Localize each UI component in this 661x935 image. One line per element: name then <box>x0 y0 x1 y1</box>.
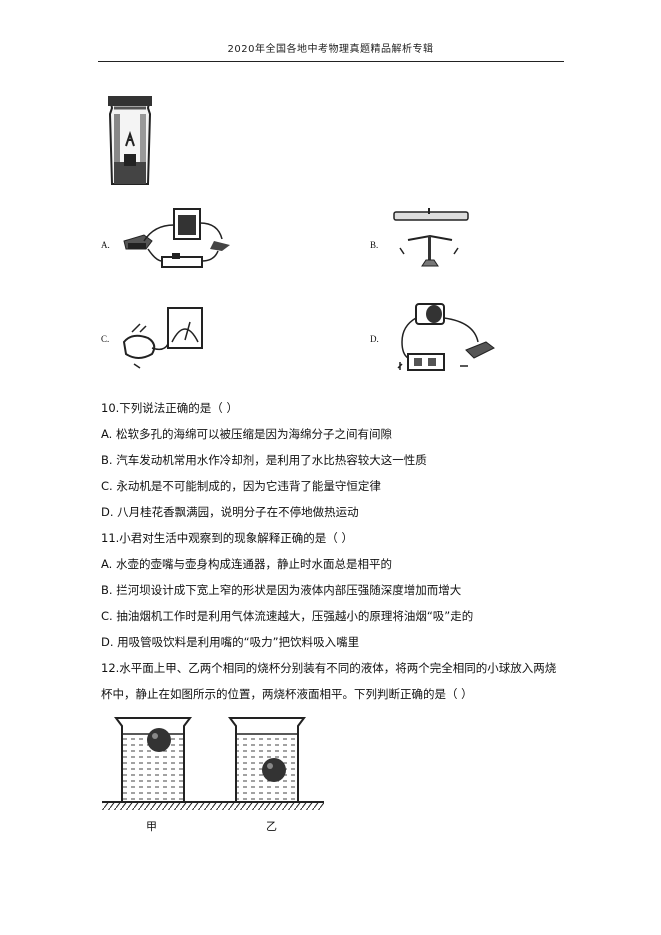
q11-option-a: A. 水壶的壶嘴与壶身构成连通器，静止时水面总是相平的 <box>101 557 392 571</box>
q10-option-c: C. 永动机是不可能制成的，因为它违背了能量守恒定律 <box>101 479 381 493</box>
jar-illustration <box>108 96 152 185</box>
option-d-coil-figure <box>397 303 495 371</box>
q11-option-b: B. 拦河坝设计成下宽上窄的形状是因为液体内部压强随深度增加而增大 <box>101 583 462 597</box>
option-c-generator-figure <box>122 307 203 369</box>
page-header: 2020年全国各地中考物理真题精品解析专辑 <box>227 44 434 55</box>
q11-option-d: D. 用吸管吸饮料是利用嘴的“吸力”把饮料吸入嘴里 <box>101 635 360 649</box>
q11-option-c: C. 抽油烟机工作时是利用气体流速越大，压强越小的原理将油烟“吸”走的 <box>101 609 474 623</box>
option-b-label: B. <box>370 240 379 250</box>
option-a-circuit-figure <box>123 208 230 268</box>
option-d-label: D. <box>370 334 379 344</box>
option-b-magnet-figure <box>393 208 469 267</box>
beaker-label-jia: 甲 <box>146 820 157 833</box>
q11-stem: 11.小君对生活中观察到的现象解释正确的是（ ） <box>101 531 353 545</box>
header-rule <box>98 61 564 62</box>
beaker-yi <box>228 717 306 803</box>
q10-option-d: D. 八月桂花香飘满园，说明分子在不停地做热运动 <box>101 505 359 519</box>
beaker-jia <box>114 717 192 803</box>
beaker-label-yi: 乙 <box>266 820 277 833</box>
q12-stem-line-2: 杯中，静止在如图所示的位置，两烧杯液面相平。下列判断正确的是（ ） <box>101 687 473 701</box>
q10-option-a: A. 松软多孔的海绵可以被压缩是因为海绵分子之间有间隙 <box>101 427 392 441</box>
q12-stem-line-1: 12.水平面上甲、乙两个相同的烧杯分别装有不同的液体，将两个完全相同的小球放入两… <box>101 661 557 675</box>
option-a-label: A. <box>101 240 110 250</box>
beakers-figure <box>102 717 324 810</box>
option-c-label: C. <box>101 334 110 344</box>
q10-stem: 10.下列说法正确的是（ ） <box>101 401 238 415</box>
q10-option-b: B. 汽车发动机常用水作冷却剂，是利用了水比热容较大这一性质 <box>101 453 427 467</box>
